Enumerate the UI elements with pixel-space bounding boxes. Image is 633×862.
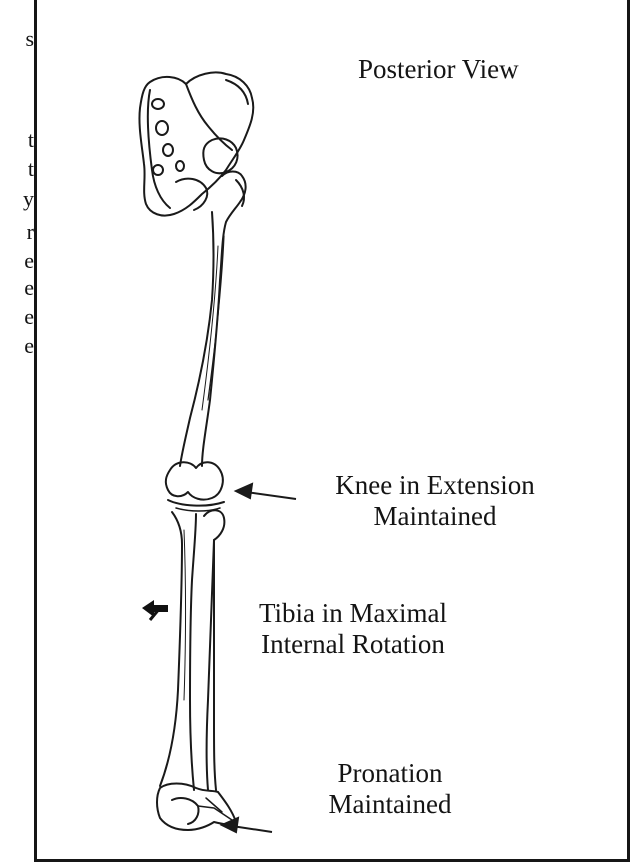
- knee-joint-illustration: [166, 462, 224, 511]
- femur-illustration: [180, 172, 246, 467]
- pronation-label-line-1: Pronation: [290, 758, 490, 789]
- pronation-label: Pronation Maintained: [290, 758, 490, 820]
- tibia-label-line-1: Tibia in Maximal: [218, 598, 488, 629]
- knee-label-line-2: Maintained: [300, 501, 570, 532]
- tibia-label-line-2: Internal Rotation: [218, 629, 488, 660]
- tibia-illustration: [160, 512, 196, 790]
- knee-label-line-1: Knee in Extension: [300, 470, 570, 501]
- view-title: Posterior View: [358, 54, 519, 85]
- knee-label: Knee in Extension Maintained: [300, 470, 570, 532]
- tibia-label: Tibia in Maximal Internal Rotation: [218, 598, 488, 660]
- rotation-arrow-icon: [142, 600, 168, 620]
- pronation-pointer-arrow: [222, 818, 272, 832]
- knee-pointer-arrow: [236, 484, 296, 499]
- pronation-label-line-2: Maintained: [290, 789, 490, 820]
- pelvis-illustration: [139, 72, 253, 215]
